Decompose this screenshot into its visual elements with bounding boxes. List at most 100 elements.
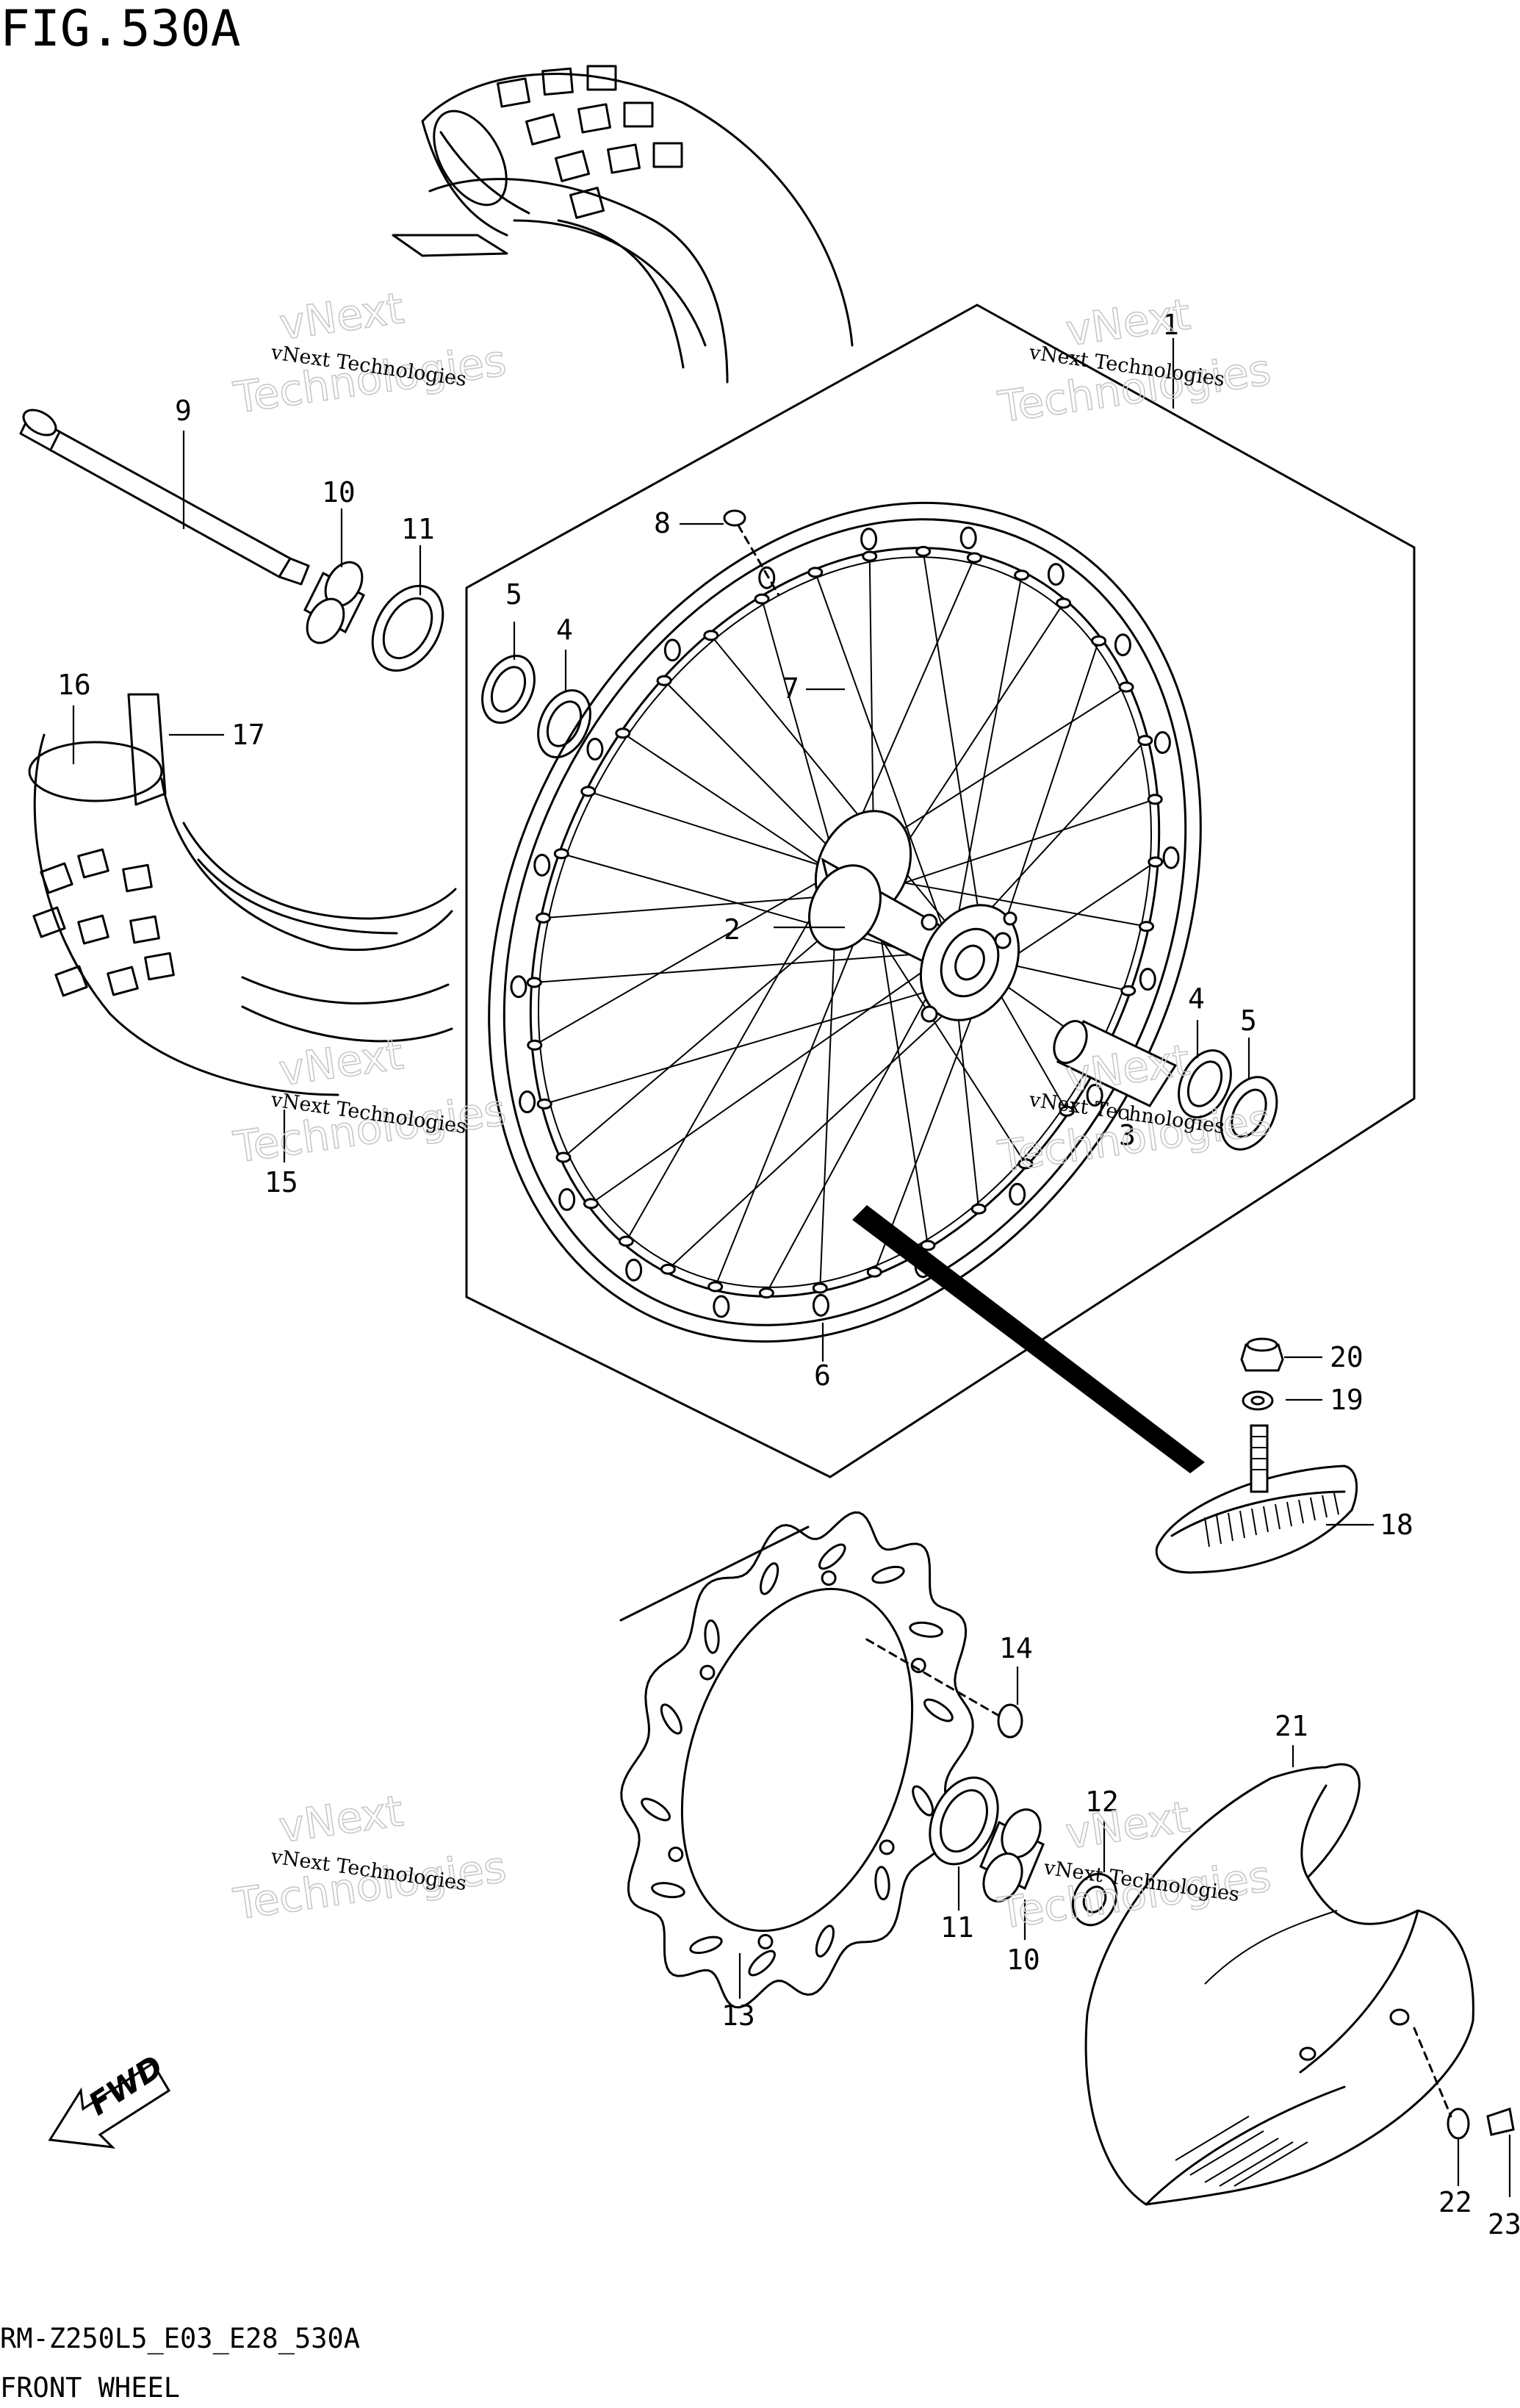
disc-slot: [815, 1924, 835, 1958]
disc-slot: [641, 1797, 671, 1822]
bearing-left: [537, 689, 591, 759]
rim-hole: [510, 975, 527, 999]
spoke-nipple: [535, 912, 551, 924]
label-part-21: 21: [1275, 1710, 1308, 1742]
spoke: [590, 951, 952, 1204]
label-part-2: 2: [724, 913, 741, 946]
label-part-8: 8: [654, 507, 671, 539]
brake-disc-cover: [1084, 1763, 1474, 2206]
spoke-nipple: [1091, 635, 1107, 647]
disc-slot: [818, 1543, 846, 1570]
rim-hole: [1139, 968, 1156, 991]
spoke-nipple: [615, 727, 631, 739]
rim-hole: [625, 1258, 643, 1282]
cover-washer: [1413, 2027, 1470, 2140]
spoke-nipple: [862, 550, 878, 562]
spoke-nipple: [1056, 597, 1072, 609]
figure-title: FIG.530A: [0, 0, 241, 58]
oil-seal-left: [371, 584, 444, 672]
disc-bolt-hole: [757, 1933, 774, 1949]
bearing-right: [1178, 1049, 1232, 1119]
axle: [19, 409, 310, 586]
label-part-16: 16: [57, 669, 91, 701]
hub: [808, 810, 1020, 1023]
rim-lock-screw: [723, 509, 780, 597]
spoke-nipple: [812, 1282, 828, 1294]
spoke: [922, 551, 989, 974]
label-part-12: 12: [1085, 1786, 1119, 1818]
spoke-nipple: [915, 545, 932, 557]
spoke: [534, 870, 838, 1046]
label-part-23: 23: [1488, 2208, 1520, 2240]
forward-direction-arrow: FWD: [48, 2048, 171, 2149]
rim-hole: [519, 1090, 536, 1114]
watermarks: vNext Technologies vNext Technologies vN…: [230, 282, 1275, 1939]
spoke-nipple: [580, 786, 597, 797]
rim-lock-rib: [1322, 1495, 1328, 1518]
spoke-nipple: [555, 1151, 572, 1163]
disc-slot: [871, 1565, 905, 1584]
disc-bolt-hole: [699, 1664, 716, 1681]
spoke-nipple: [1137, 735, 1153, 747]
disc-bolt-hole: [879, 1839, 895, 1855]
brake-disc: [620, 1511, 974, 2009]
spoke-nipple: [758, 1287, 774, 1299]
rim-lock-rib: [1275, 1503, 1281, 1530]
rim-lock-rib: [1204, 1517, 1210, 1548]
label-part-10-left: 10: [322, 476, 356, 508]
rim-lock-rib: [1263, 1506, 1269, 1533]
rim-lock-rib: [1216, 1514, 1222, 1545]
hub-spacer: [1053, 1020, 1178, 1107]
rim-hole: [663, 639, 681, 662]
spoke: [874, 892, 929, 1246]
spoke: [766, 951, 952, 1294]
rim-hole: [1114, 633, 1131, 657]
spoke-nipple: [866, 1266, 882, 1278]
watermark-1: vNext Technologies: [230, 282, 510, 423]
spoke-nipple: [527, 1039, 543, 1051]
rim-hole: [1047, 563, 1065, 586]
rim-lock-rib: [1228, 1512, 1233, 1542]
disc-slot: [759, 1562, 779, 1595]
label-part-19: 19: [1330, 1384, 1364, 1416]
rim-hole: [959, 526, 977, 550]
spoke: [951, 575, 1023, 952]
axle-nut: [1071, 1872, 1118, 1927]
svg-text:vNext: vNext: [1062, 1791, 1192, 1858]
rim-lock-washer: [1242, 1390, 1274, 1411]
spoke-nipple: [656, 675, 672, 686]
label-part-17: 17: [231, 719, 265, 751]
spoke: [588, 791, 838, 871]
rim-hole: [558, 1187, 576, 1211]
rim-lock-rib: [1310, 1497, 1316, 1521]
rim-lock-rib: [1298, 1499, 1304, 1524]
disc-slot: [651, 1882, 685, 1899]
rim-hole: [713, 1295, 730, 1318]
spoke: [667, 973, 989, 1270]
spoke: [874, 973, 989, 1273]
spoke: [714, 892, 875, 1287]
disc-slot: [704, 1619, 720, 1654]
rim-hole: [1086, 1083, 1103, 1107]
spoke: [814, 572, 952, 952]
spoke-nipple: [583, 1198, 599, 1210]
disc-slot: [748, 1949, 776, 1977]
disc-bolt-hole: [668, 1847, 684, 1862]
label-part-3: 3: [1119, 1119, 1136, 1151]
cover-bolt: [1486, 2107, 1515, 2136]
rim-lock-rib: [1239, 1510, 1245, 1539]
spoke: [625, 870, 838, 1242]
oil-seal-right: [929, 1776, 999, 1866]
disc-boundary-line: [619, 1525, 810, 1622]
label-part-22: 22: [1438, 2186, 1472, 2218]
spoke-nipple: [660, 1263, 676, 1275]
svg-text:vNext: vNext: [276, 1786, 406, 1852]
spoke-nipple: [920, 1240, 936, 1251]
rim-lock-rib: [1286, 1501, 1292, 1527]
spoke: [534, 951, 952, 983]
rim-hole: [533, 853, 551, 877]
svg-text:vNext: vNext: [276, 283, 406, 350]
label-part-13: 13: [721, 1999, 755, 2032]
